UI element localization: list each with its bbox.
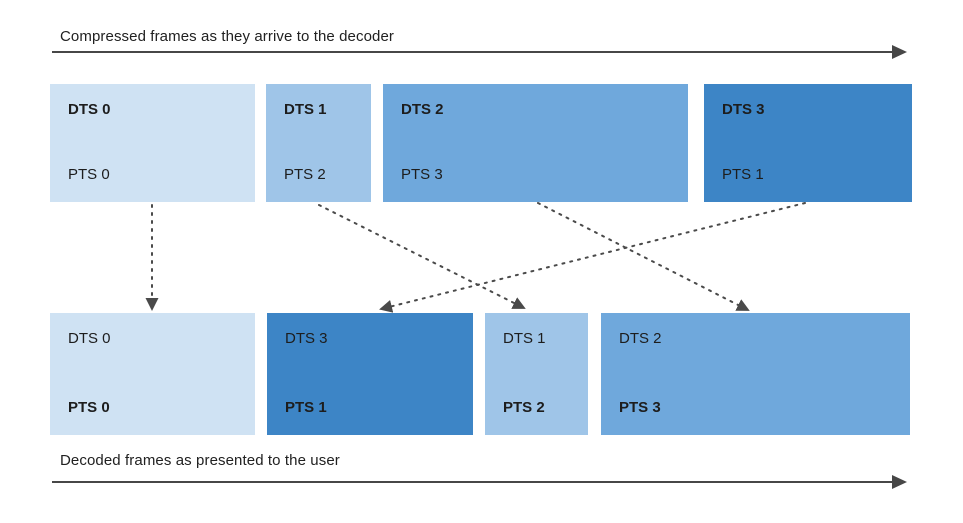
compressed-frame-dts3: DTS 3 PTS 1 [704, 84, 912, 202]
dts-label: DTS 0 [68, 101, 111, 118]
dts-label: DTS 1 [284, 101, 327, 118]
compressed-frame-dts0: DTS 0 PTS 0 [50, 84, 255, 202]
pts-label: PTS 3 [619, 399, 661, 416]
pts-label: PTS 3 [401, 166, 443, 183]
pts-label: PTS 1 [722, 166, 764, 183]
compressed-frame-dts2: DTS 2 PTS 3 [383, 84, 688, 202]
mapping-arrow-dts3 [379, 202, 806, 313]
decoded-track-label: Decoded frames as presented to the user [60, 452, 340, 469]
pts-label: PTS 0 [68, 399, 110, 416]
decoded-frame-pts3: DTS 2 PTS 3 [601, 313, 910, 435]
pts-label: PTS 2 [284, 166, 326, 183]
mapping-arrow-dts1 [318, 204, 526, 309]
pts-label: PTS 1 [285, 399, 327, 416]
mapping-arrow-dts2 [537, 202, 750, 311]
pts-label: PTS 0 [68, 166, 110, 183]
dts-label: DTS 1 [503, 330, 546, 347]
compressed-frame-dts1: DTS 1 PTS 2 [266, 84, 371, 202]
pts-label: PTS 2 [503, 399, 545, 416]
dts-label: DTS 3 [722, 101, 765, 118]
compressed-track-label: Compressed frames as they arrive to the … [60, 28, 395, 45]
decoded-frame-pts1: DTS 3 PTS 1 [267, 313, 473, 435]
dts-label: DTS 2 [401, 101, 444, 118]
decoded-frame-pts2: DTS 1 PTS 2 [485, 313, 588, 435]
dts-label: DTS 3 [285, 330, 328, 347]
decoded-frame-pts0: DTS 0 PTS 0 [50, 313, 255, 435]
dts-label: DTS 0 [68, 330, 111, 347]
dts-label: DTS 2 [619, 330, 662, 347]
